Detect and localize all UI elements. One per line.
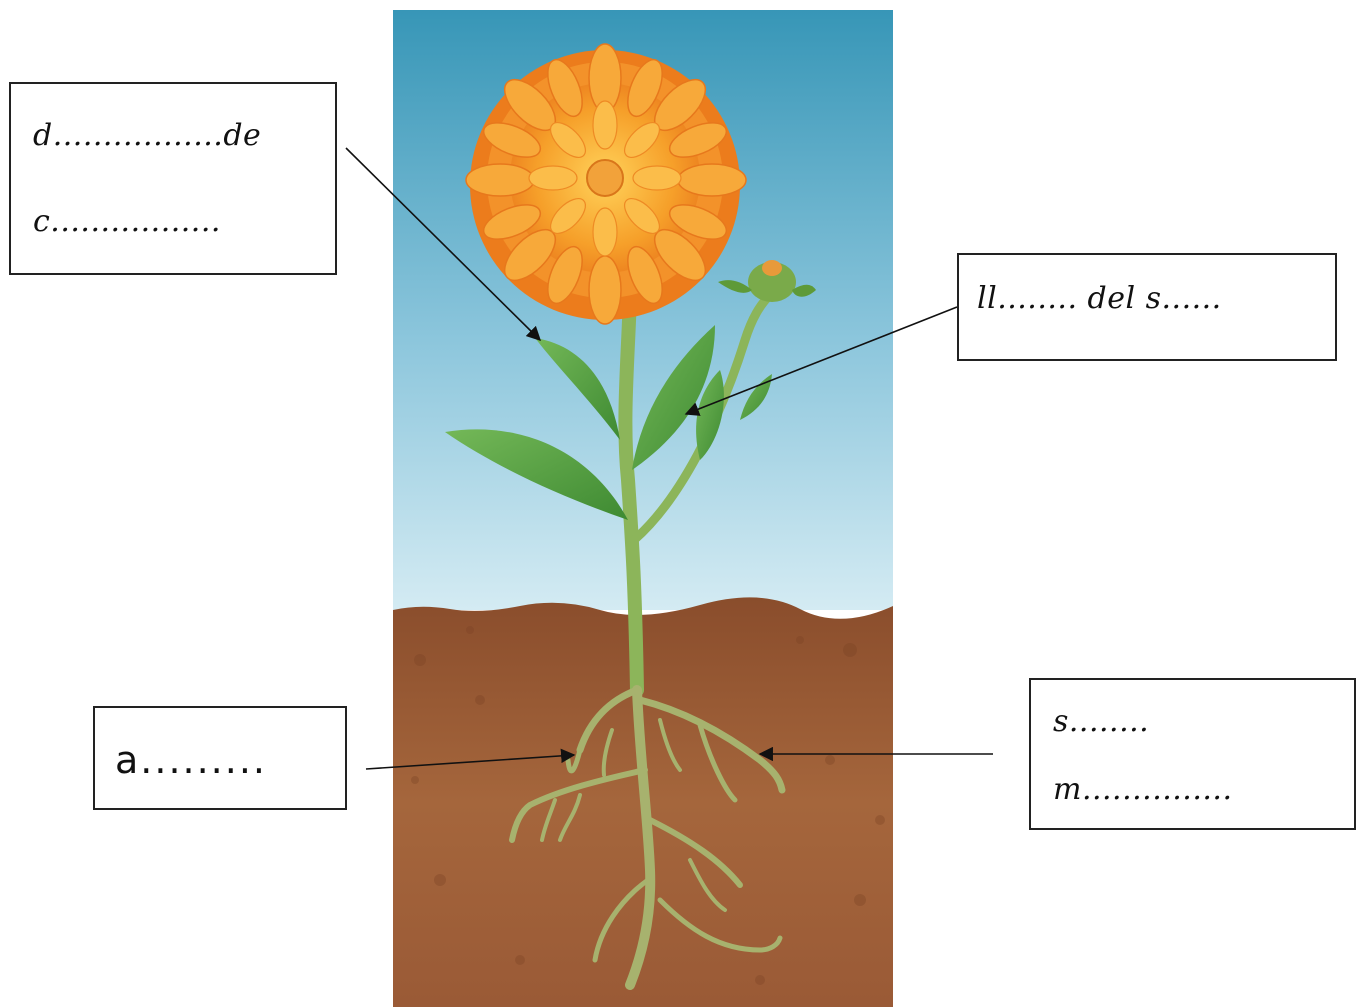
- label-flower-line1: d.................de: [33, 118, 261, 153]
- label-box-leaf: ll........ del s......: [957, 253, 1337, 361]
- label-box-roots: s........ m...............: [1029, 678, 1356, 830]
- label-box-stem-root: a.........: [93, 706, 347, 810]
- label-stem-root: a.........: [115, 738, 267, 782]
- label-roots-line1: s........: [1053, 704, 1149, 739]
- label-roots-line2: m...............: [1053, 772, 1233, 807]
- label-leaf: ll........ del s......: [977, 281, 1222, 316]
- label-flower-line2: c.................: [33, 204, 221, 239]
- label-box-flower: d.................de c.................: [9, 82, 337, 275]
